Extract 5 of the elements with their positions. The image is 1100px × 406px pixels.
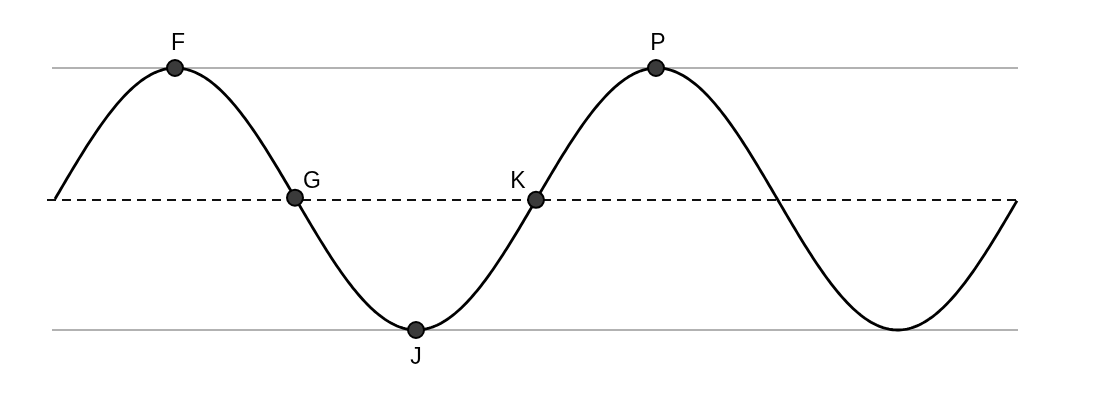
point-label: G [303,168,321,192]
point-label: K [510,168,526,192]
point-label: J [410,344,422,368]
point-label: P [650,30,666,54]
point-label: F [170,30,186,54]
